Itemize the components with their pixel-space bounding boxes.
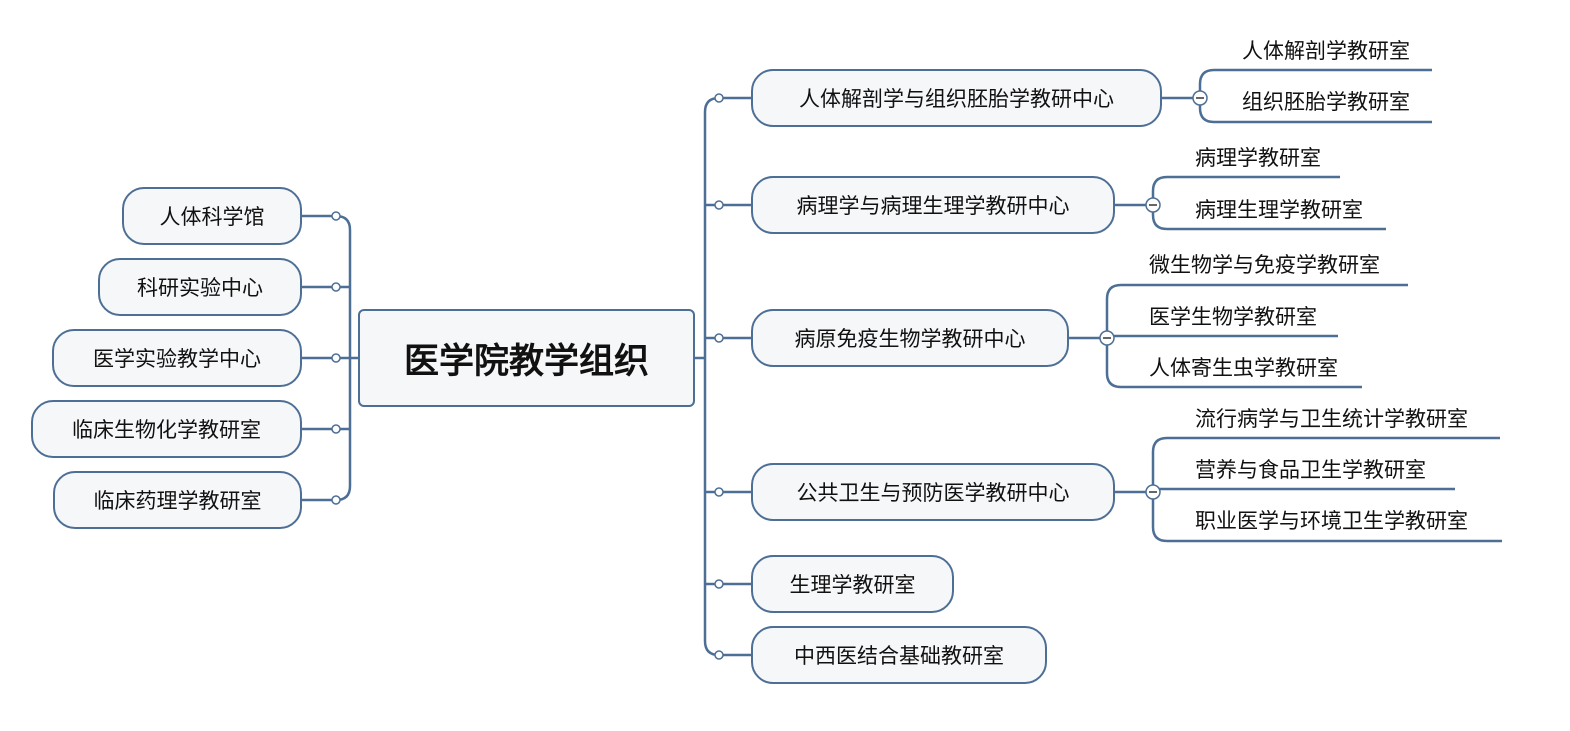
right-branch-5: [703, 640, 751, 657]
connector-dot-icon: [331, 211, 341, 221]
node-label: 生理学教研室: [789, 573, 916, 597]
connector-dot-icon: [714, 93, 724, 103]
connector-dot-icon: [714, 487, 724, 497]
left-branch-0: [302, 214, 352, 231]
collapse-minus-circle-icon[interactable]: [1192, 90, 1208, 106]
connector-dot-icon: [714, 333, 724, 343]
left-node-clinical-pharmacology[interactable]: 临床药理学教研室: [53, 471, 302, 529]
connector-dot-icon: [714, 579, 724, 589]
leaf-label: 微生物学与免疫学教研室: [1149, 253, 1380, 277]
leaf-anatomy[interactable]: 人体解剖学教研室: [1242, 38, 1410, 64]
right-node-physiology[interactable]: 生理学教研室: [751, 555, 954, 613]
node-label: 医学实验教学中心: [93, 347, 261, 371]
connector-dot-icon: [331, 353, 341, 363]
leaf-label: 营养与食品卫生学教研室: [1195, 458, 1426, 482]
node-label: 人体解剖学与组织胚胎学教研中心: [799, 87, 1114, 111]
root-node[interactable]: 医学院教学组织: [358, 309, 695, 407]
left-branch-4: [302, 485, 352, 502]
right-node-pathogen-immunology-center[interactable]: 病原免疫生物学教研中心: [751, 309, 1069, 367]
node-label: 人体科学馆: [159, 205, 265, 229]
right-node-integrated-medicine[interactable]: 中西医结合基础教研室: [751, 626, 1047, 684]
collapse-minus-circle-icon[interactable]: [1145, 197, 1161, 213]
leaf-microbiology-immunology[interactable]: 微生物学与免疫学教研室: [1149, 252, 1380, 278]
leaf-pathophysiology[interactable]: 病理生理学教研室: [1195, 197, 1363, 223]
leaf-epidemiology-statistics[interactable]: 流行病学与卫生统计学教研室: [1195, 406, 1468, 432]
collapse-minus-circle-icon[interactable]: [1099, 330, 1115, 346]
leaf-medical-biology[interactable]: 医学生物学教研室: [1149, 304, 1317, 330]
leaf-nutrition-food-hygiene[interactable]: 营养与食品卫生学教研室: [1195, 457, 1426, 483]
right-node-anatomy-embryology-center[interactable]: 人体解剖学与组织胚胎学教研中心: [751, 69, 1162, 127]
leaf-label: 病理生理学教研室: [1195, 198, 1363, 222]
node-label: 公共卫生与预防医学教研中心: [796, 481, 1070, 505]
leaf-label: 人体寄生虫学教研室: [1149, 356, 1338, 380]
left-node-research-lab-center[interactable]: 科研实验中心: [98, 258, 302, 316]
node-label: 病原免疫生物学教研中心: [794, 327, 1026, 351]
node-label: 科研实验中心: [137, 276, 263, 300]
connector-dot-icon: [714, 650, 724, 660]
connector-dot-icon: [714, 200, 724, 210]
leaf-pathology[interactable]: 病理学教研室: [1195, 145, 1321, 171]
leaf-occupational-environmental[interactable]: 职业医学与环境卫生学教研室: [1195, 508, 1468, 534]
node-label: 临床生物化学教研室: [72, 418, 261, 442]
leaf-label: 流行病学与卫生统计学教研室: [1195, 407, 1468, 431]
root-label: 医学院教学组织: [403, 341, 649, 382]
node-label: 病理学与病理生理学教研中心: [796, 194, 1070, 218]
right-node-pathology-center[interactable]: 病理学与病理生理学教研中心: [751, 176, 1115, 234]
left-node-clinical-biochemistry[interactable]: 临床生物化学教研室: [31, 400, 302, 458]
node-label: 临床药理学教研室: [93, 489, 262, 513]
node-label: 中西医结合基础教研室: [794, 644, 1004, 668]
connector-dot-icon: [331, 424, 341, 434]
connector-dot-icon: [331, 495, 341, 505]
leaf-label: 病理学教研室: [1195, 146, 1321, 170]
left-node-medical-experiment-teaching-center[interactable]: 医学实验教学中心: [52, 329, 302, 387]
right-node-public-health-center[interactable]: 公共卫生与预防医学教研中心: [751, 463, 1115, 521]
collapse-minus-circle-icon[interactable]: [1145, 484, 1161, 500]
leaf-parasitology[interactable]: 人体寄生虫学教研室: [1149, 355, 1338, 381]
leaf-embryology[interactable]: 组织胚胎学教研室: [1242, 89, 1410, 115]
leaf-label: 组织胚胎学教研室: [1242, 90, 1410, 114]
connector-dot-icon: [331, 282, 341, 292]
left-node-human-science-museum[interactable]: 人体科学馆: [122, 187, 302, 245]
right-branch-0: [703, 96, 751, 113]
leaf-label: 人体解剖学教研室: [1242, 39, 1410, 63]
leaf-label: 职业医学与环境卫生学教研室: [1195, 509, 1468, 533]
leaf-label: 医学生物学教研室: [1149, 305, 1317, 329]
